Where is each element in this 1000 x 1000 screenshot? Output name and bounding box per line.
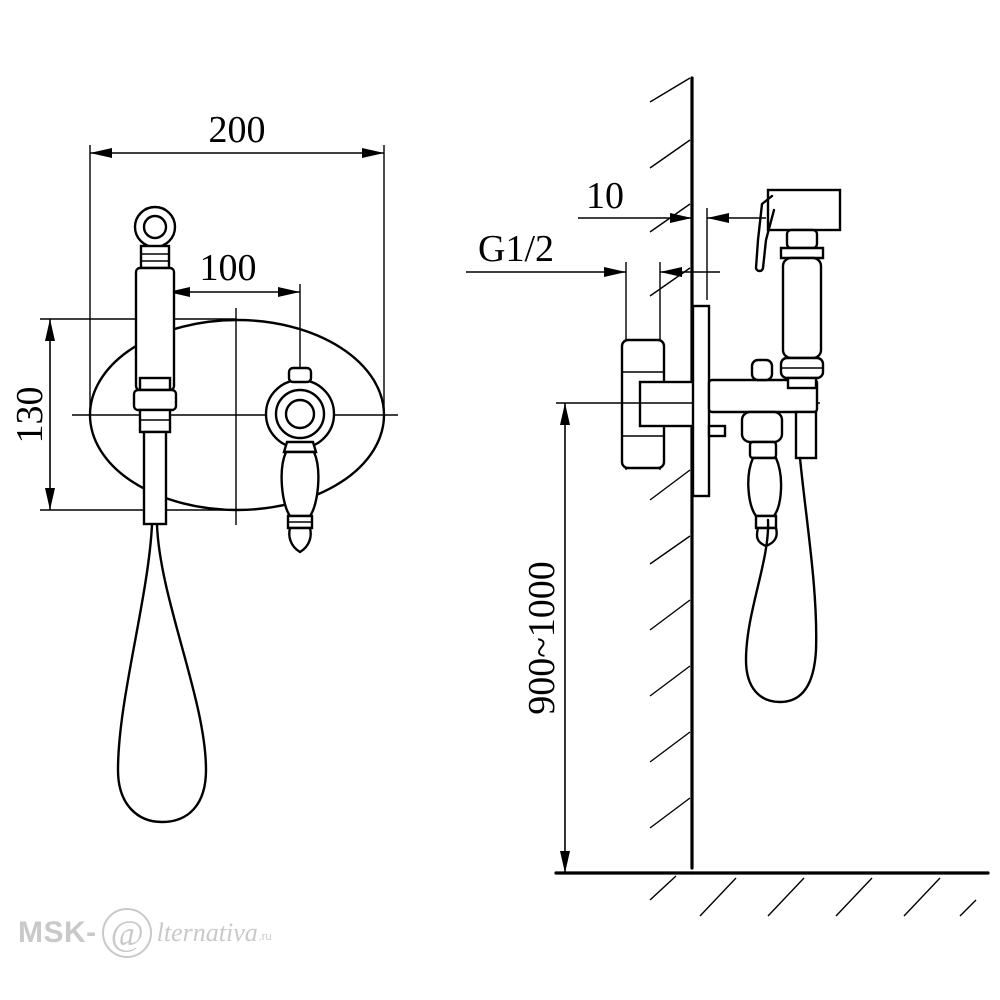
mixer-handle [264, 366, 336, 554]
dim-label-200: 200 [209, 109, 266, 151]
hand-shower [132, 205, 178, 526]
side-view: 10 G1/2 900~1000 [466, 76, 990, 917]
dimension-100: 100 [168, 247, 301, 370]
watermark-msk: MSK- [18, 916, 97, 949]
watermark: MSK- @ lternativa .ru [18, 898, 272, 968]
wall-plate [691, 304, 711, 498]
side-hand-shower [754, 188, 842, 390]
dimension-130: 130 [9, 318, 236, 511]
watermark-at-icon: @ [99, 905, 155, 961]
dim-label-10: 10 [586, 175, 624, 217]
dim-label-900-1000: 900~1000 [521, 561, 563, 715]
shower-hose [116, 523, 208, 824]
dim-label-100: 100 [200, 247, 257, 289]
watermark-tld: .ru [258, 931, 272, 943]
front-view: 200 100 130 [9, 109, 398, 824]
dimension-200: 200 [90, 109, 384, 158]
side-handle [747, 440, 783, 548]
dimension-g12: G1/2 [466, 228, 720, 470]
dimension-900-1000: 900~1000 [521, 402, 608, 873]
dim-label-130: 130 [9, 387, 51, 444]
watermark-lternativa: lternativa [156, 918, 258, 947]
side-shower-hose [744, 456, 818, 704]
dim-label-g12: G1/2 [478, 228, 554, 270]
watermark-at-glyph: @ [110, 913, 143, 953]
dimension-10: 10 [578, 175, 766, 300]
floor-hatching [649, 875, 977, 917]
